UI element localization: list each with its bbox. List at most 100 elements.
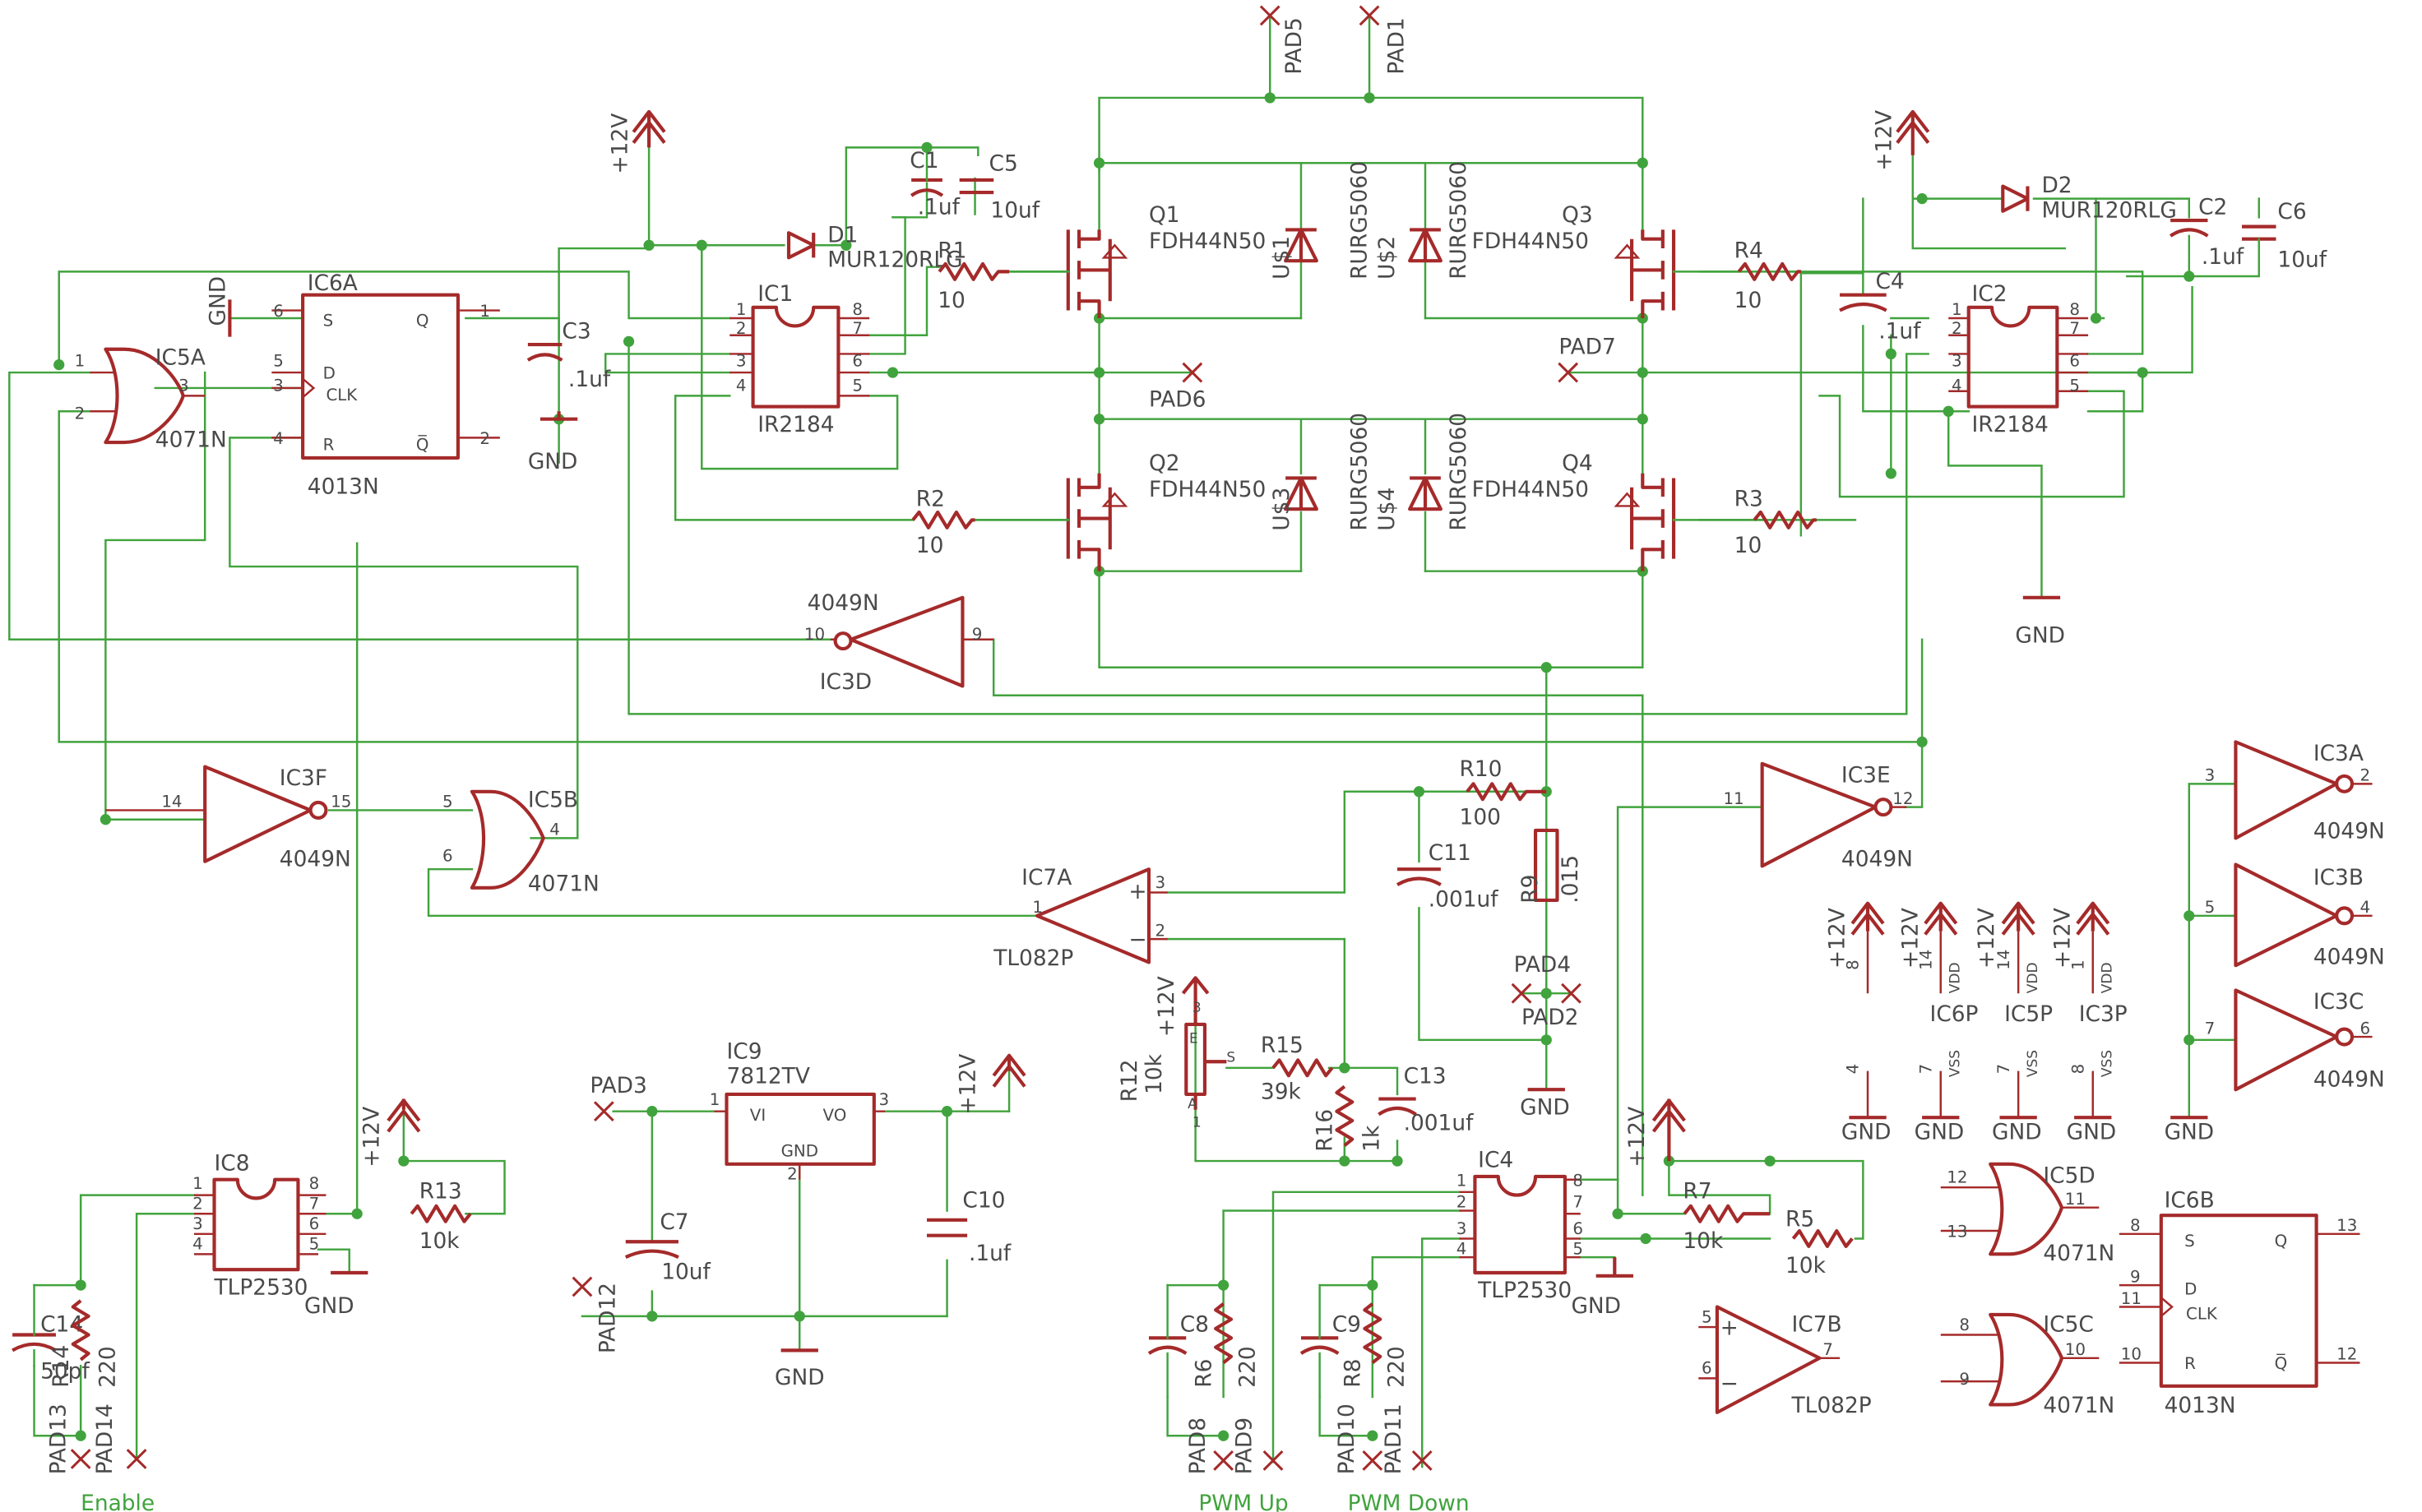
svg-text:3: 3: [1155, 873, 1166, 892]
svg-text:CLK: CLK: [2186, 1305, 2218, 1324]
svg-text:10: 10: [1734, 533, 1762, 558]
ic5a-or-gate: IC5A 4071N 1 2 3: [75, 345, 227, 453]
svg-text:.001uf: .001uf: [1404, 1110, 1475, 1135]
d1-diode: D1 MUR120RLG: [786, 222, 963, 273]
svg-text:C4: C4: [1875, 269, 1904, 294]
svg-text:U$1: U$1: [1269, 236, 1294, 280]
svg-text:IC4: IC4: [1478, 1148, 1513, 1173]
svg-text:10uf: 10uf: [661, 1260, 711, 1285]
svg-text:C10: C10: [962, 1188, 1005, 1214]
svg-text:2: 2: [2359, 766, 2370, 785]
ic6a-flipflop: IC6A 4013N S D CLK R Q Q̅ 6 5 3 4 1 2 GN…: [206, 270, 500, 499]
ic6a-gnd-label: GND: [206, 276, 231, 326]
svg-text:2: 2: [75, 405, 86, 423]
svg-text:RURG5060: RURG5060: [1346, 413, 1372, 531]
svg-text:U$2: U$2: [1374, 236, 1400, 280]
svg-text:7: 7: [2205, 1019, 2216, 1038]
svg-text:100: 100: [1460, 804, 1501, 830]
svg-text:220: 220: [1384, 1346, 1410, 1387]
ic1-name: IC1: [757, 281, 793, 307]
svg-text:9: 9: [972, 625, 983, 644]
svg-text:3: 3: [1192, 1000, 1202, 1016]
svg-text:VO: VO: [823, 1106, 847, 1125]
v12-arrow-icon: +12V: [1624, 1098, 1686, 1168]
svg-text:4: 4: [2359, 898, 2370, 917]
svg-text:IC7B: IC7B: [1792, 1312, 1842, 1338]
ic6a-pinnum: 1: [479, 302, 490, 321]
svg-text:2: 2: [1155, 921, 1166, 940]
svg-text:9: 9: [1959, 1370, 1970, 1389]
ic6a-pinnum: 4: [273, 429, 284, 448]
svg-text:R14: R14: [49, 1345, 74, 1388]
svg-text:4: 4: [1952, 377, 1962, 395]
minus-sign: −: [1128, 927, 1146, 953]
pad-x-icon: PAD1: [1359, 5, 1410, 75]
svg-text:VDD: VDD: [2025, 962, 2041, 993]
svg-text:C3: C3: [562, 319, 590, 344]
u2-diode: U$2 RURG5060: [1374, 161, 1471, 280]
svg-text:12: 12: [1892, 789, 1913, 808]
ic5b-or-gate: IC5B 4071N 5 6 4: [442, 788, 600, 897]
svg-text:4: 4: [549, 821, 560, 839]
svg-text:4049N: 4049N: [280, 846, 351, 872]
svg-text:3: 3: [178, 377, 189, 395]
svg-text:14: 14: [1916, 950, 1935, 970]
svg-text:7: 7: [1994, 1064, 2013, 1075]
svg-text:IC8: IC8: [215, 1150, 250, 1176]
power-units: 8 4 14 VDD 7 VSS IC6P 14 VDD 7 VSS IC5P …: [1844, 931, 2128, 1118]
svg-text:4049N: 4049N: [2313, 944, 2385, 969]
ic6a-pinnum: 2: [479, 429, 490, 448]
svg-text:6: 6: [852, 352, 863, 371]
svg-text:E: E: [1189, 1031, 1198, 1047]
svg-text:2: 2: [1952, 319, 1962, 338]
svg-text:TL082P: TL082P: [1791, 1393, 1872, 1418]
svg-text:9: 9: [2130, 1267, 2141, 1286]
ground-icon: GND: [528, 411, 577, 474]
ic3f-inverter: IC3F 4049N 14 15: [105, 765, 351, 872]
svg-text:R3: R3: [1734, 486, 1763, 511]
svg-text:5: 5: [1572, 1239, 1583, 1258]
svg-text:12: 12: [1947, 1168, 1967, 1187]
ic6a-pin-q: Q: [416, 311, 429, 330]
ic7b-opamp: + − IC7B TL082P 5 6 7: [1698, 1305, 1872, 1418]
v12-arrow-icon: +12V: [1825, 901, 1885, 969]
pad-x-icon: PAD3: [590, 1073, 647, 1122]
svg-text:IC3P: IC3P: [2079, 1001, 2128, 1027]
svg-text:14: 14: [1994, 950, 2013, 970]
svg-text:2: 2: [787, 1165, 798, 1184]
svg-text:GND: GND: [2067, 1120, 2117, 1145]
svg-text:10: 10: [916, 533, 944, 558]
svg-text:IC3B: IC3B: [2313, 865, 2364, 890]
svg-text:C11: C11: [1429, 840, 1471, 866]
net-label-pwm-up: PWM Up: [1198, 1491, 1288, 1512]
svg-text:+12V: +12V: [608, 113, 633, 174]
ground-icon: GND: [775, 1348, 825, 1390]
svg-text:4071N: 4071N: [528, 872, 600, 897]
svg-text:11: 11: [2065, 1190, 2086, 1209]
d2-diode: D2 MUR120RLG: [2001, 173, 2177, 223]
v12-arrow-icon: +12V: [359, 1098, 421, 1168]
svg-text:3: 3: [1456, 1219, 1467, 1238]
svg-text:6: 6: [1572, 1219, 1583, 1238]
svg-text:A: A: [1188, 1096, 1197, 1112]
svg-text:IC3A: IC3A: [2313, 741, 2364, 766]
svg-text:IC3F: IC3F: [280, 765, 327, 791]
svg-text:8: 8: [852, 300, 863, 319]
svg-text:7: 7: [1822, 1340, 1833, 1359]
svg-text:PAD8: PAD8: [1185, 1417, 1211, 1474]
svg-text:5: 5: [1702, 1307, 1712, 1326]
ic7a-opamp: + − IC7A TL082P 3 2 1: [993, 865, 1168, 971]
svg-text:+12V: +12V: [1897, 908, 1923, 969]
svg-text:13: 13: [2336, 1216, 2357, 1235]
svg-text:Q: Q: [2275, 1232, 2288, 1251]
ic6a-pin-r: R: [323, 435, 335, 454]
svg-text:5: 5: [2205, 898, 2216, 917]
supply-12v-symbols: +12V +12V +12V +12V +12V +12V +12V +12V …: [359, 109, 2110, 1168]
svg-text:PAD10: PAD10: [1334, 1403, 1359, 1474]
svg-text:FDH44N50: FDH44N50: [1149, 229, 1266, 254]
svg-text:5: 5: [852, 377, 863, 395]
